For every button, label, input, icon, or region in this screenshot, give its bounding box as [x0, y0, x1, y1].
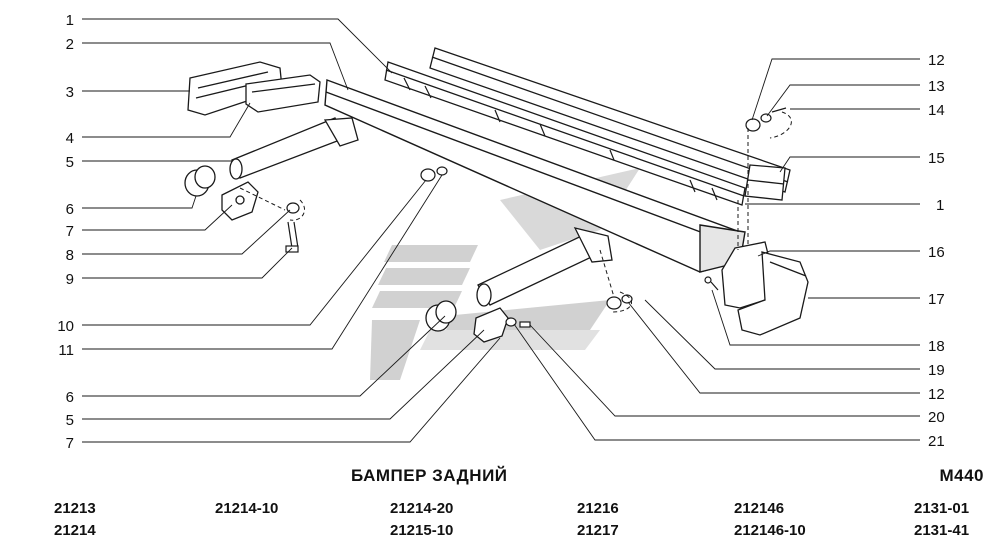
callout-5: 5: [66, 154, 74, 171]
callout-13: 13: [928, 78, 945, 95]
callout-17: 17: [928, 291, 945, 308]
callout-5b: 5: [66, 412, 74, 429]
callout-19: 19: [928, 362, 945, 379]
model-column-4: 21216 21217: [577, 498, 619, 542]
model-item: 21214-20: [390, 500, 454, 517]
callout-12: 12: [928, 52, 945, 69]
model-item: 212146-10: [734, 522, 806, 539]
callout-20: 20: [928, 409, 945, 426]
callout-9: 9: [66, 271, 74, 288]
callouts-left: 1 2 3 4 5 6 7 8 9 10 11 6 5 7: [57, 12, 74, 452]
callout-1b: 1: [936, 197, 944, 214]
callout-6: 6: [66, 201, 74, 218]
callout-2: 2: [66, 36, 74, 53]
end-cap-left: [187, 61, 321, 116]
moulding-strip: [744, 164, 786, 201]
model-item: 21216: [577, 500, 619, 517]
strip-bolts: [403, 77, 718, 201]
bolt-set-left: [285, 202, 300, 253]
assembly-dashes: [239, 111, 792, 313]
leader-lines: [82, 18, 920, 443]
callout-4: 4: [66, 130, 74, 147]
bracket-tube-right: [476, 227, 613, 307]
bracket-tube-left: [229, 117, 359, 180]
model-item: 212146: [734, 500, 785, 517]
bush-and-plate-left: [184, 165, 259, 221]
diagram-code: М440: [939, 466, 984, 485]
callouts-right: 12 13 14 15 1 16 17 18 19 12 20 21: [928, 52, 945, 450]
callout-21: 21: [928, 433, 945, 450]
model-item: 21214-10: [215, 500, 279, 517]
model-item: 21214: [54, 522, 96, 539]
callout-8: 8: [66, 247, 74, 264]
callout-7: 7: [66, 223, 74, 240]
model-column-5: 212146 212146-10: [734, 498, 806, 542]
callout-1: 1: [66, 12, 74, 29]
model-list: 21213 21214 21214-10 21214-20 21215-10 2…: [0, 498, 1000, 542]
callout-15: 15: [928, 150, 945, 167]
callout-3: 3: [66, 84, 74, 101]
callout-7b: 7: [66, 435, 74, 452]
model-item: 2131-41: [914, 522, 970, 539]
callout-10: 10: [57, 318, 74, 335]
model-item: 21217: [577, 522, 619, 539]
diagram-title: БАМПЕР ЗАДНИЙ: [351, 466, 508, 485]
callout-14: 14: [928, 102, 945, 119]
model-column-1: 21213 21214: [54, 498, 96, 542]
model-item: 21213: [54, 500, 96, 517]
callout-12b: 12: [928, 386, 945, 403]
nuts-center: [420, 166, 448, 182]
callout-6b: 6: [66, 389, 74, 406]
bumper-strip-upper: [384, 47, 791, 206]
model-column-6: 2131-01 2131-41: [914, 498, 969, 542]
bumper-beam: [324, 79, 746, 273]
model-item: 2131-01: [914, 500, 970, 517]
callout-16: 16: [928, 244, 945, 261]
screw-right: [704, 276, 719, 291]
callout-18: 18: [928, 338, 945, 355]
model-item: 21215-10: [390, 522, 454, 539]
bush-and-plate-right: [425, 300, 509, 343]
model-column-2: 21214-10: [215, 498, 278, 520]
end-cap-right: [721, 241, 809, 336]
callout-11: 11: [58, 342, 74, 359]
model-column-3: 21214-20 21215-10: [390, 498, 453, 542]
